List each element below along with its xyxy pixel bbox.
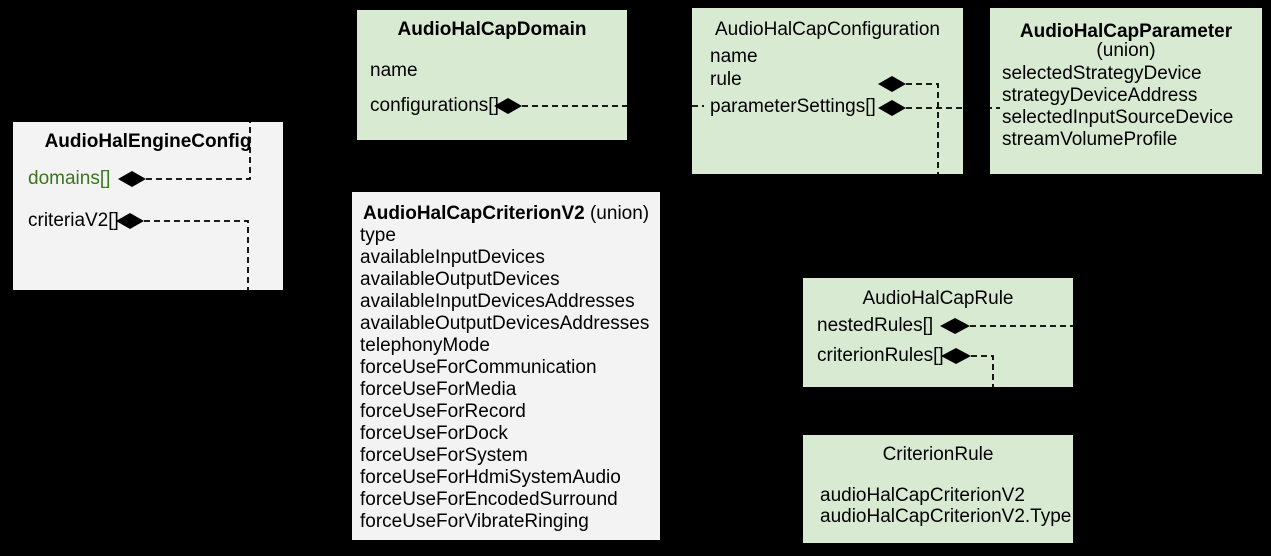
field-forceuseforvibrateringing: forceUseForVibrateRinging — [360, 511, 589, 532]
field-forceuseforcommunication: forceUseForCommunication — [360, 357, 597, 378]
field-domains: domains[] — [28, 168, 111, 189]
class-box-audio-hal-cap-configuration: AudioHalCapConfiguration name rule param… — [692, 8, 963, 174]
field-criterionrules: criterionRules[] — [817, 345, 944, 366]
field-rule: rule — [710, 69, 742, 90]
class-box-audio-hal-engine-config: AudioHalEngineConfig domains[] criteriaV… — [13, 122, 283, 290]
field-forceuseforsystem: forceUseForSystem — [360, 445, 528, 466]
field-name: name — [710, 46, 758, 67]
class-subtitle-union: (union) — [1096, 40, 1156, 61]
class-title: AudioHalCapParameter — [1019, 21, 1233, 42]
field-forceusefordock: forceUseForDock — [360, 423, 508, 444]
field-forceuseforencodedsurround: forceUseForEncodedSurround — [360, 489, 618, 510]
field-audiohalcapcriterionv2: audioHalCapCriterionV2 — [820, 485, 1025, 506]
field-audiohalcapcriterionv2-type: audioHalCapCriterionV2.Type — [820, 506, 1072, 527]
field-selectedstrategydevice: selectedStrategyDevice — [1002, 63, 1202, 84]
field-selectedinputsourcedevice: selectedInputSourceDevice — [1002, 107, 1234, 128]
class-title: CriterionRule — [882, 444, 994, 465]
field-availableinputdevicesaddresses: availableInputDevicesAddresses — [360, 291, 635, 312]
field-configurations: configurations[] — [370, 95, 499, 116]
field-availableoutputdevices: availableOutputDevices — [360, 269, 560, 290]
class-box-audio-hal-cap-rule: AudioHalCapRule nestedRules[] criterionR… — [803, 278, 1073, 387]
class-title: AudioHalCapConfiguration — [715, 19, 940, 40]
class-title: AudioHalCapRule — [862, 288, 1014, 309]
field-type: type — [360, 225, 396, 246]
field-forceuseformedia: forceUseForMedia — [360, 379, 517, 400]
class-box-audio-hal-cap-criterion-v2: AudioHalCapCriterionV2 (union) type avai… — [352, 192, 660, 540]
field-telephonymode: telephonyMode — [360, 335, 490, 356]
field-nestedrules: nestedRules[] — [817, 315, 934, 336]
class-box-audio-hal-cap-domain: AudioHalCapDomain name configurations[] — [357, 10, 627, 140]
class-title: AudioHalCapDomain — [397, 19, 587, 40]
field-forceuseforrecord: forceUseForRecord — [360, 401, 526, 422]
field-streamvolumeprofile: streamVolumeProfile — [1002, 129, 1178, 150]
class-title: AudioHalCapCriterionV2 (union) — [363, 203, 649, 225]
field-parametersettings: parameterSettings[] — [710, 96, 876, 117]
field-availableinputdevices: availableInputDevices — [360, 247, 545, 268]
field-name: name — [370, 60, 418, 81]
class-title: AudioHalEngineConfig — [44, 131, 252, 152]
class-box-criterion-rule: CriterionRule audioHalCapCriterionV2 aud… — [803, 435, 1073, 543]
class-title-union: (union) — [584, 203, 650, 224]
field-criteriav2: criteriaV2[] — [28, 210, 119, 231]
field-forceuseforhdmisystemaudio: forceUseForHdmiSystemAudio — [360, 467, 621, 488]
field-availableoutputdevicesaddresses: availableOutputDevicesAddresses — [360, 313, 650, 334]
class-box-audio-hal-cap-parameter: AudioHalCapParameter (union) selectedStr… — [990, 8, 1262, 174]
class-title-name: AudioHalCapCriterionV2 — [363, 203, 585, 224]
field-strategydeviceaddress: strategyDeviceAddress — [1002, 85, 1198, 106]
